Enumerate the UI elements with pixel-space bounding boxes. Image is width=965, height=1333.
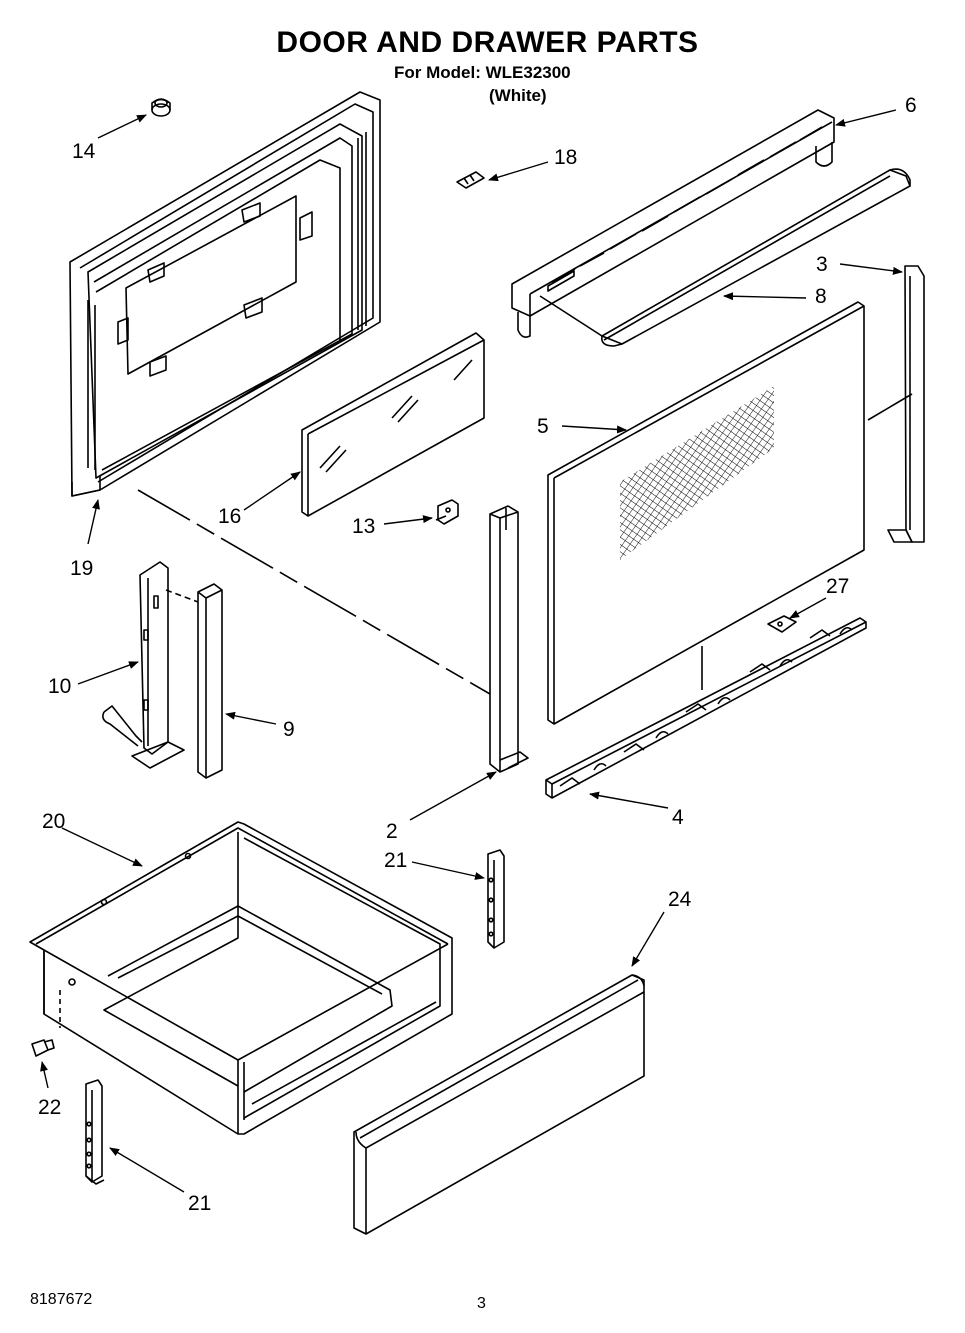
part-20-drawer [29, 821, 453, 1135]
page-title: DOOR AND DRAWER PARTS [276, 26, 699, 59]
callout-labels: 14 18 6 3 8 5 16 13 19 27 10 9 2 4 20 21… [38, 94, 917, 1215]
callout-19: 19 [70, 557, 93, 580]
callout-8: 8 [815, 285, 827, 308]
part-8-handle [539, 168, 911, 347]
part-14-bumper [151, 98, 171, 117]
part-10-hinge-bracket [102, 561, 199, 769]
part-21-slide-bracket-upper [487, 849, 505, 949]
part-27-clip [767, 615, 797, 633]
callout-21-lower: 21 [188, 1192, 211, 1215]
part-3-side-trim [867, 265, 925, 543]
callout-6: 6 [905, 94, 917, 117]
callout-10: 10 [48, 675, 71, 698]
part-19-door-liner [69, 91, 381, 497]
callout-22: 22 [38, 1096, 61, 1119]
part-21-slide-bracket-lower [85, 1079, 105, 1185]
callout-5: 5 [537, 415, 549, 438]
part-18-clip [456, 171, 485, 189]
callout-20: 20 [42, 810, 65, 833]
part-24-drawer-front [353, 974, 645, 1235]
callout-18: 18 [554, 146, 577, 169]
leader-lines [40, 109, 903, 1193]
model-line: For Model: WLE32300 [394, 63, 571, 82]
callout-14: 14 [72, 140, 96, 163]
callout-21-upper: 21 [384, 849, 407, 872]
callout-24: 24 [668, 888, 692, 911]
callout-16: 16 [218, 505, 241, 528]
callout-4: 4 [672, 806, 684, 829]
callout-3: 3 [816, 253, 828, 276]
callout-27: 27 [826, 575, 849, 598]
part-13-bracket [435, 499, 459, 525]
document-number: 8187672 [30, 1291, 93, 1308]
page-header: DOOR AND DRAWER PARTS For Model: WLE3230… [0, 0, 965, 110]
part-22-screw [31, 1039, 55, 1057]
part-9-spacer-strip [197, 583, 223, 779]
color-line: (White) [489, 86, 547, 105]
callout-13: 13 [352, 515, 375, 538]
callout-2: 2 [386, 820, 398, 843]
part-5-outer-door-panel [547, 301, 865, 725]
part-16-glass [301, 332, 485, 517]
page-number: 3 [477, 1295, 486, 1312]
callout-9: 9 [283, 718, 295, 741]
part-2-vertical-channel [489, 505, 529, 773]
part-6-vent-trim [511, 109, 835, 338]
part-4-bottom-rail [545, 617, 867, 799]
